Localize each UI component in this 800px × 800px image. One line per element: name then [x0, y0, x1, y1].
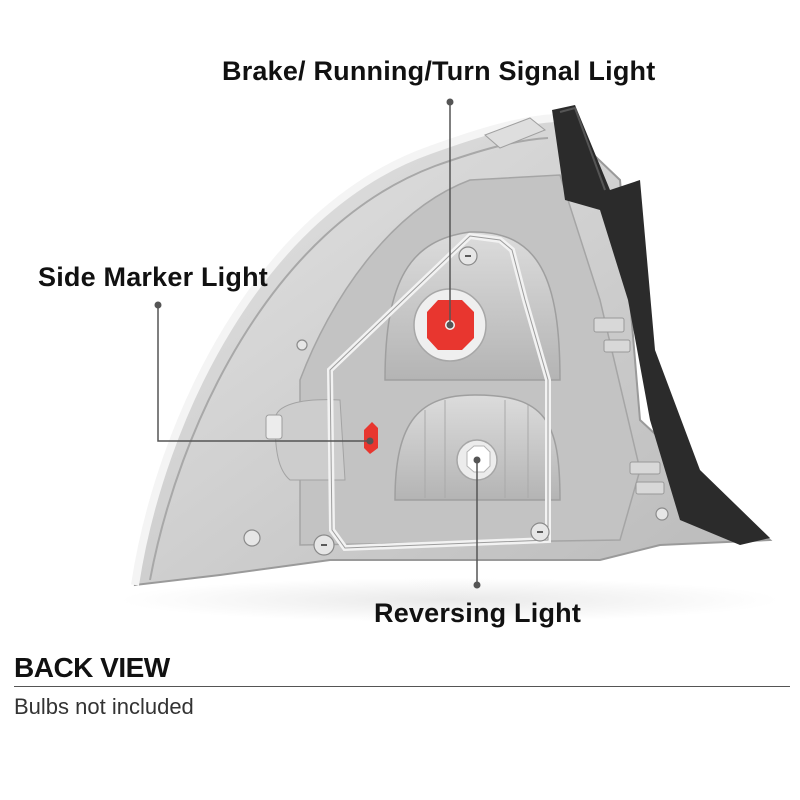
gasket-highlight: [559, 106, 606, 191]
reversing-light-label: Reversing Light: [374, 598, 582, 628]
stud-centers: [321, 255, 543, 546]
callout-leader-lines: [157, 102, 478, 585]
lens-rim: [131, 114, 556, 586]
side-marker-leader-line: [157, 305, 370, 442]
side-marker-target-dot: [366, 437, 374, 445]
brake-running-turn-label: Brake/ Running/Turn Signal Light: [222, 56, 656, 86]
floor-shadow: [120, 578, 780, 622]
side-marker-housing: [274, 399, 346, 481]
brake-leader-dot: [446, 98, 454, 106]
right-brackets: [593, 317, 665, 495]
lens-rim-inner: [149, 137, 549, 581]
bulbs-note: Bulbs not included: [14, 694, 194, 719]
side-marker-leader-dot: [154, 301, 162, 309]
left-clip: [265, 414, 283, 440]
brake-target-dot: [446, 321, 454, 329]
top-clip: [484, 117, 546, 149]
rubber-gasket: [552, 105, 770, 545]
callout-dots: [154, 98, 481, 589]
lower-chamber-ribs: [424, 400, 529, 498]
reversing-target-dot: [473, 456, 481, 464]
title-divider: [14, 686, 790, 687]
reversing-leader-dot: [473, 581, 481, 589]
view-title: BACK VIEW: [14, 652, 170, 683]
side-marker-label: Side Marker Light: [38, 262, 268, 292]
